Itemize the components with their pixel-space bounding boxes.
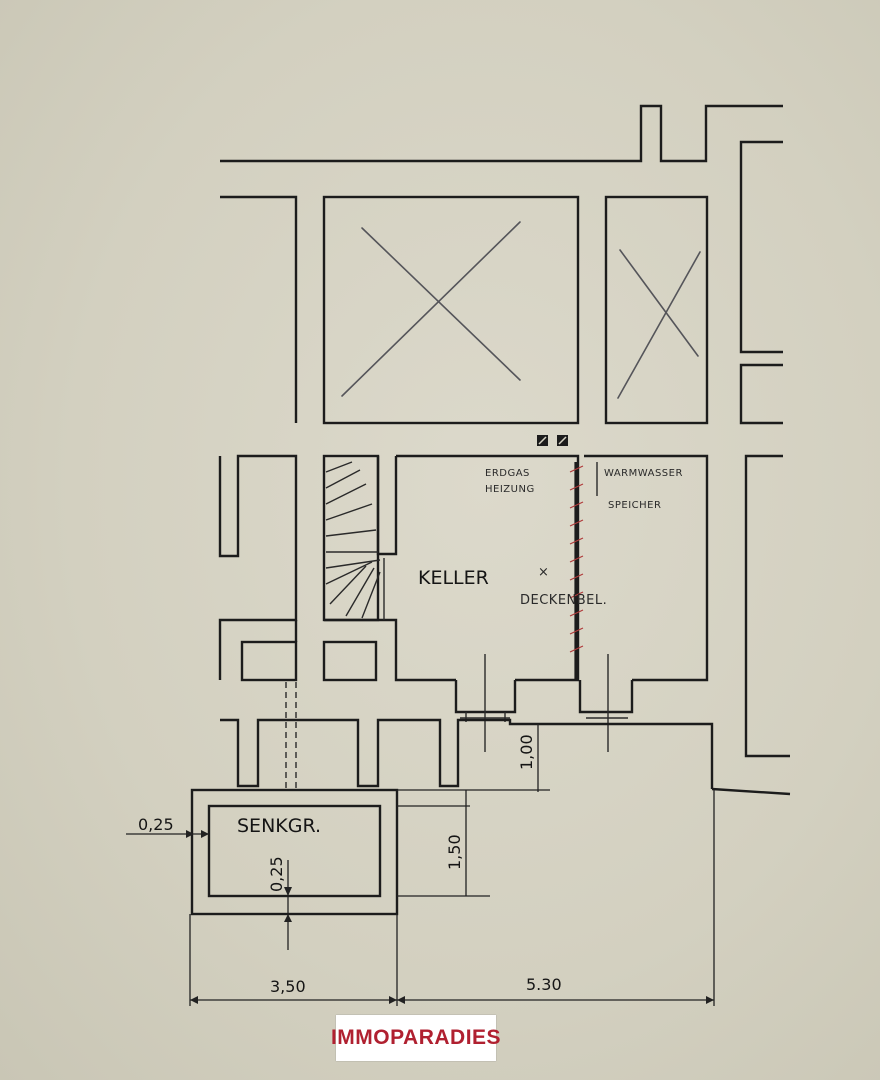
exterior-walls [220, 104, 791, 796]
warmwasser-label-1: WARMWASSER [604, 468, 683, 479]
staircase [322, 454, 398, 622]
immoparadies-logo: IMMOPARADIES [331, 1015, 501, 1061]
keller-room [396, 454, 709, 752]
upper-room-right [604, 195, 709, 425]
dimension-width-right: 5.30 [526, 975, 562, 994]
dimension-wall-left: 0,25 [138, 815, 174, 834]
warmwasser-label-2: SPEICHER [608, 500, 661, 511]
logo-text: IMMOPARADIES [330, 1026, 502, 1049]
dimension-lines [126, 724, 715, 1006]
upper-room-left [322, 195, 580, 425]
dimension-width-left: 3,50 [270, 977, 306, 996]
senkgrube [190, 788, 399, 916]
erdgas-label-1: ERDGAS [485, 468, 530, 479]
keller-label: KELLER [418, 567, 489, 589]
deckenbel-label: DECKENBEL. [520, 593, 607, 608]
chimney-icon [537, 435, 568, 446]
senkgrube-label: SENKGR. [237, 815, 321, 837]
erdgas-label-2: HEIZUNG [485, 484, 535, 495]
dimension-wall-bottom: 0,25 [267, 856, 286, 892]
left-walls [218, 454, 456, 790]
dimension-offset: 1,00 [517, 734, 536, 770]
deckenbel-mark: × [538, 565, 549, 580]
dimension-depth: 1,50 [445, 834, 464, 870]
lower-walls [220, 718, 714, 789]
